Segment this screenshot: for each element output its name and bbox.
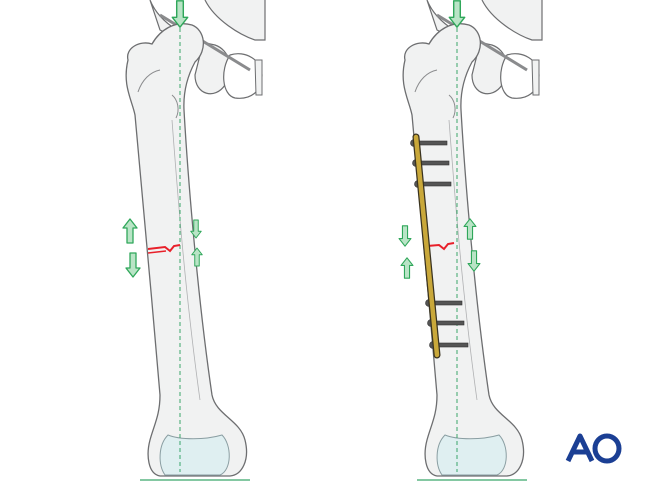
screw bbox=[416, 140, 448, 146]
screw bbox=[433, 320, 465, 326]
panel-plate-fixed-fracture bbox=[398, 0, 544, 481]
ao-logo bbox=[565, 433, 622, 464]
screw bbox=[435, 342, 469, 348]
fracture-line bbox=[147, 244, 181, 253]
fracture-line-lower bbox=[147, 250, 167, 254]
bone-plate bbox=[413, 134, 440, 358]
fracture-line bbox=[426, 242, 455, 251]
screw bbox=[420, 181, 452, 187]
screw bbox=[431, 300, 463, 306]
arrow-up-icon bbox=[400, 257, 414, 279]
panel-unfixed-fracture bbox=[122, 0, 267, 481]
screw bbox=[418, 160, 450, 166]
arrow-down-icon bbox=[125, 252, 141, 278]
arrow-down-icon bbox=[398, 225, 412, 247]
arrow-up-icon bbox=[122, 218, 138, 244]
